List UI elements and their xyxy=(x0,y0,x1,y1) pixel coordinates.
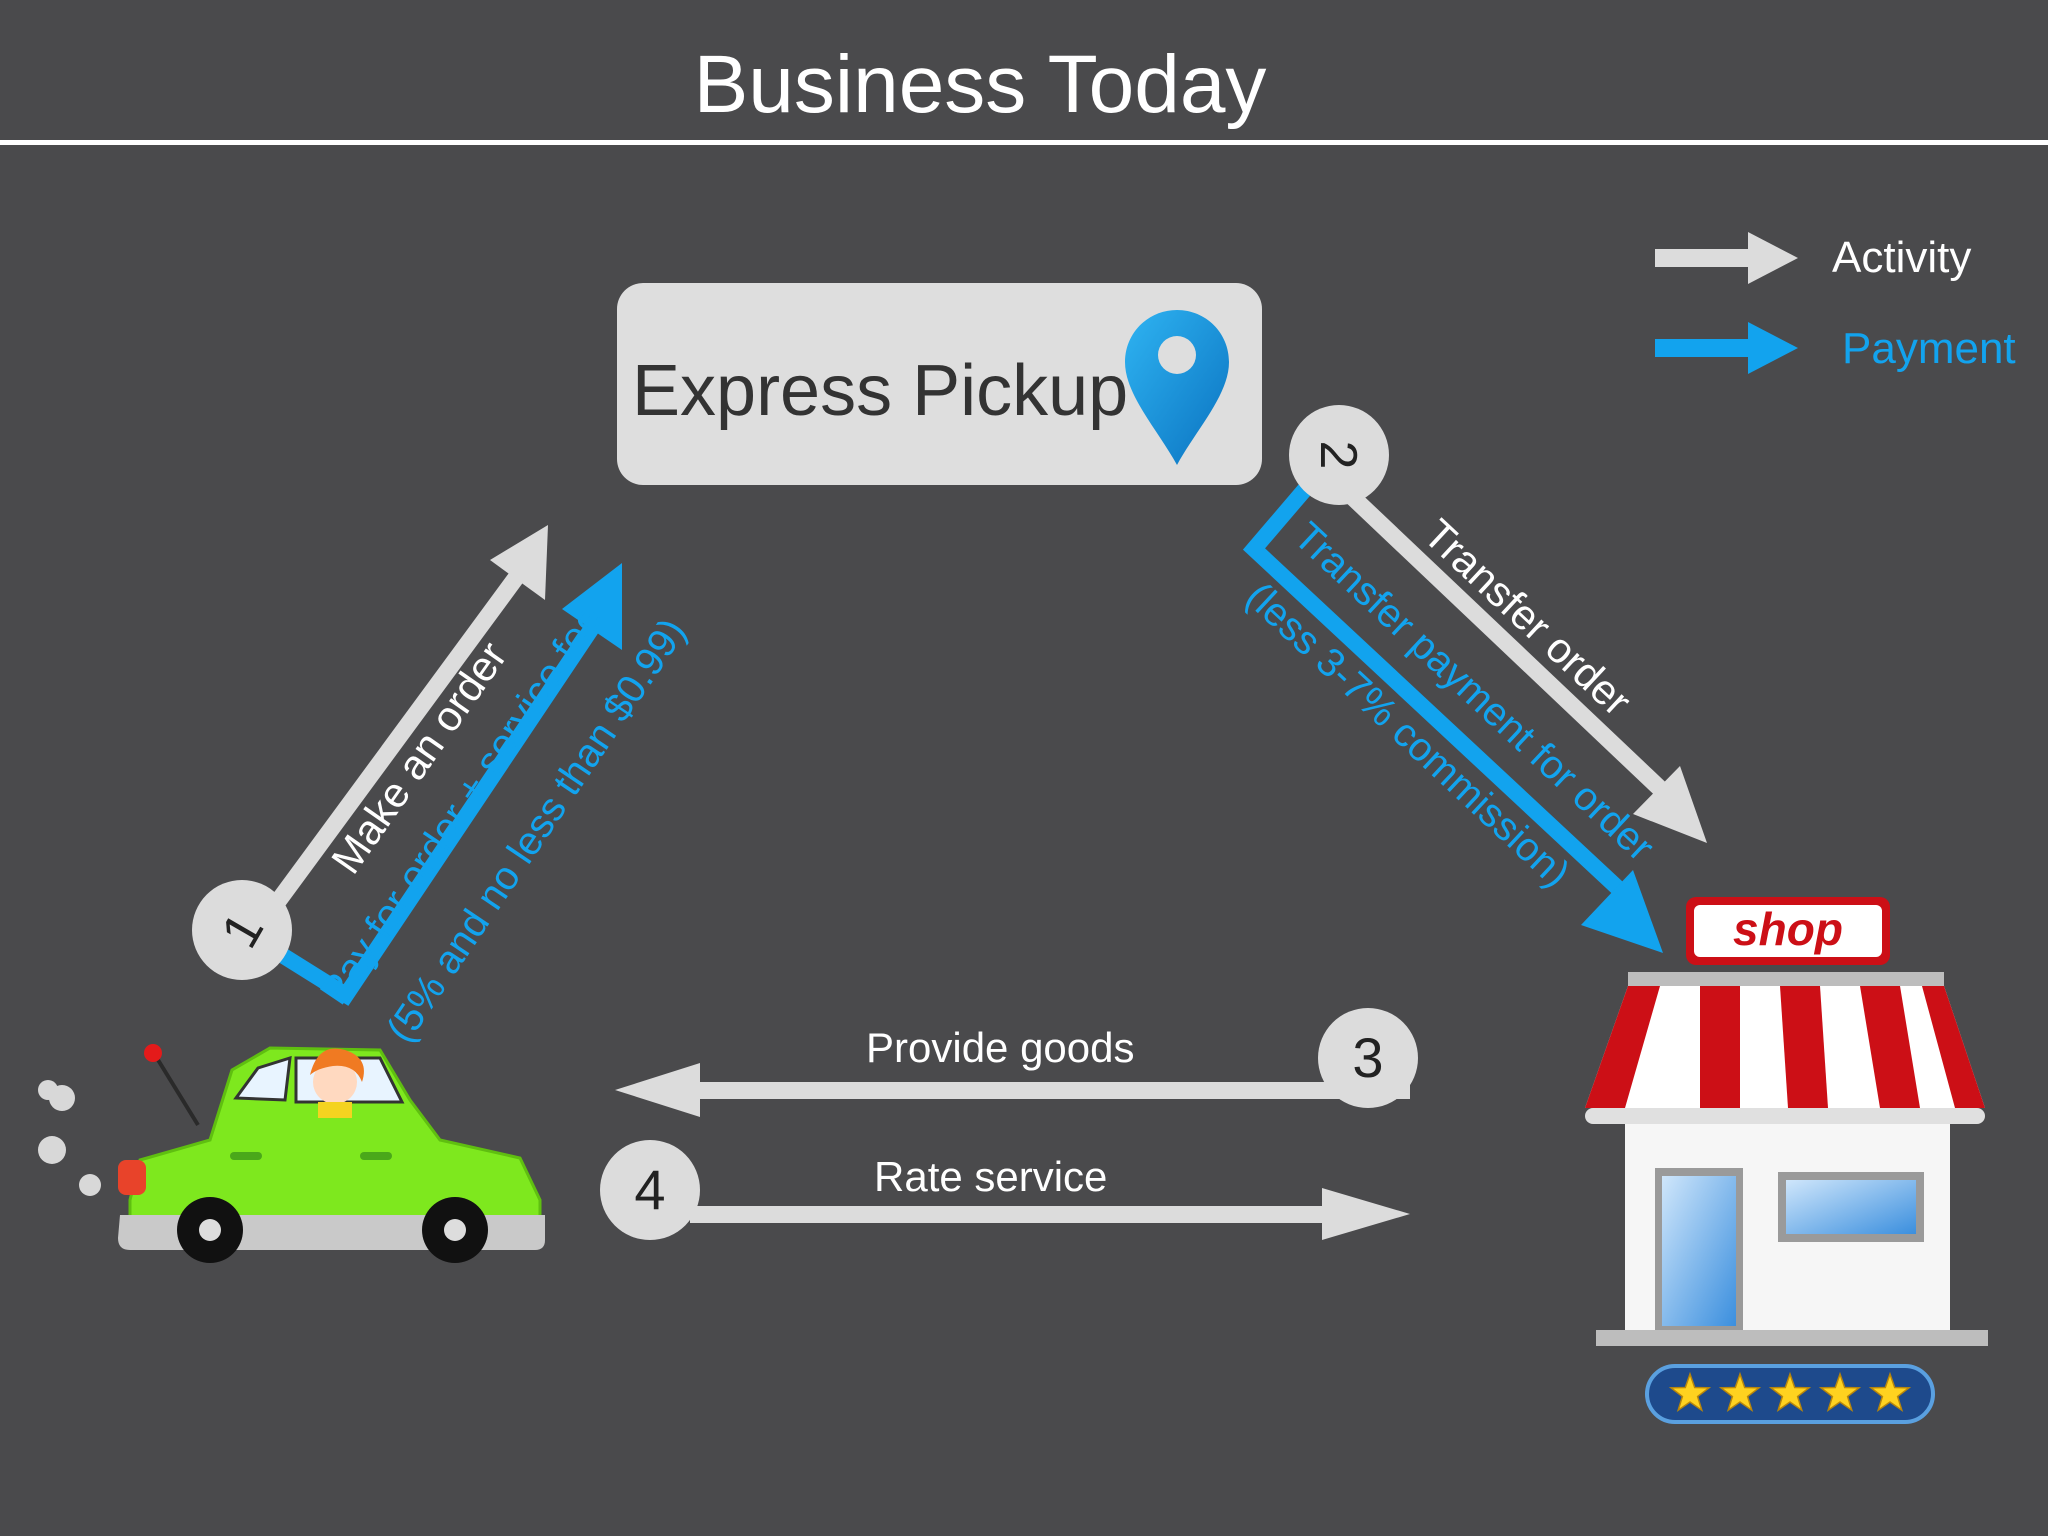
pay-order-arrow xyxy=(277,563,622,1006)
step-4-badge: 4 xyxy=(600,1140,700,1240)
legend-payment-label: Payment xyxy=(1842,324,2016,373)
make-order-arrow xyxy=(233,525,548,959)
step-2-badge: 2 xyxy=(1289,405,1389,505)
star-icon xyxy=(1818,1371,1862,1413)
step-3-number: 3 xyxy=(1352,1026,1383,1089)
transfer-payment-arrow xyxy=(1242,481,1663,953)
express-pickup-label: Express Pickup xyxy=(632,351,1129,431)
shop-rating-badge xyxy=(1645,1364,1935,1424)
step-2-number: 2 xyxy=(1309,441,1367,470)
step-4-number: 4 xyxy=(634,1158,665,1221)
page-title: Business Today xyxy=(693,39,1267,130)
legend-activity-label: Activity xyxy=(1832,233,1972,282)
star-icon xyxy=(1668,1371,1712,1413)
shop-sign-text: shop xyxy=(1733,903,1843,955)
legend-payment-arrow xyxy=(1655,322,1798,374)
title-divider xyxy=(0,140,2048,145)
location-pin-overlay-icon xyxy=(1125,310,1229,465)
shop-illustration: shop xyxy=(1585,897,1988,1346)
transfer-order-arrow xyxy=(1339,483,1707,843)
star-icon xyxy=(1768,1371,1812,1413)
rate-service-arrow xyxy=(690,1188,1410,1240)
provide-goods-label: Provide goods xyxy=(866,1024,1135,1071)
provide-goods-arrow xyxy=(615,1063,1410,1117)
customer-car-illustration xyxy=(38,1044,545,1263)
star-icon xyxy=(1718,1371,1762,1413)
rating-stars xyxy=(1668,1371,1912,1413)
legend-activity-arrow xyxy=(1655,232,1798,284)
star-icon xyxy=(1868,1371,1912,1413)
rate-service-label: Rate service xyxy=(874,1153,1108,1200)
step-3-badge: 3 xyxy=(1318,1008,1418,1108)
step-1-badge: 1 xyxy=(192,880,292,980)
